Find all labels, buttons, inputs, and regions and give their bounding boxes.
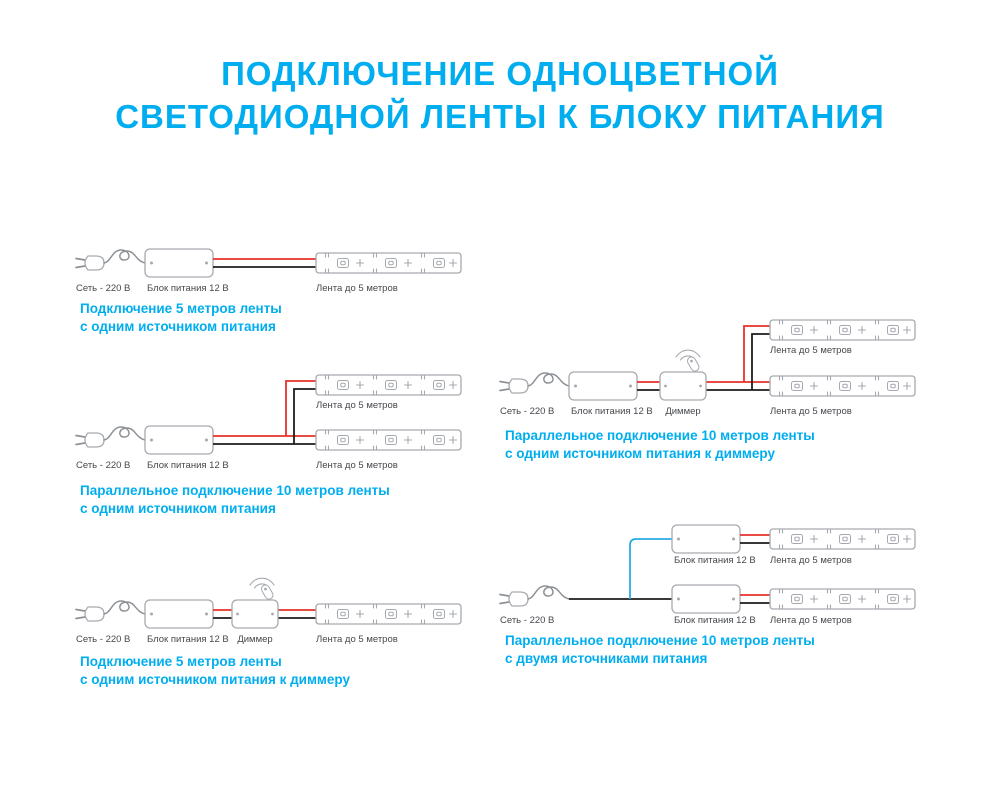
caption-line1: Параллельное подключение 10 метров ленты (80, 483, 390, 498)
label-mains: Сеть - 220 В (76, 634, 130, 645)
diagram-single-5m: Сеть - 220 В Блок питания 12 В Лента до … (75, 248, 461, 334)
caption-line2: с одним источником питания к диммеру (80, 672, 350, 687)
wire-black (213, 388, 316, 445)
wire-black (740, 542, 770, 604)
label-psu-top: Блок питания 12 В (674, 555, 756, 566)
label-strip: Лента до 5 метров (316, 634, 398, 645)
label-strip-bottom: Лента до 5 метров (770, 615, 852, 626)
caption-line1: Параллельное подключение 10 метров ленты (505, 633, 815, 648)
plug-icon (75, 249, 146, 271)
plug-icon (499, 372, 570, 394)
label-psu: Блок питания 12 В (147, 634, 229, 645)
power-supply-box (144, 425, 214, 455)
page-title-line1: ПОДКЛЮЧЕНИЕ ОДНОЦВЕТНОЙ (221, 55, 779, 92)
label-psu: Блок питания 12 В (571, 406, 653, 417)
plug-icon (499, 585, 570, 607)
label-strip-bottom: Лента до 5 метров (770, 406, 852, 417)
plug-icon (75, 426, 146, 448)
caption-line1: Параллельное подключение 10 метров ленты (505, 428, 815, 443)
label-dimmer: Диммер (237, 634, 272, 645)
label-strip-top: Лента до 5 метров (316, 400, 398, 411)
label-mains: Сеть - 220 В (500, 615, 554, 626)
led-strip-bottom (770, 376, 915, 396)
label-strip: Лента до 5 метров (316, 283, 398, 294)
wire-red (740, 534, 770, 596)
page-title: ПОДКЛЮЧЕНИЕ ОДНОЦВЕТНОЙ СВЕТОДИОДНОЙ ЛЕНТ… (0, 52, 1000, 138)
page-title-line2: СВЕТОДИОДНОЙ ЛЕНТЫ К БЛОКУ ПИТАНИЯ (115, 98, 885, 135)
caption-line2: с одним источником питания (80, 319, 276, 334)
dimmer-box (659, 371, 707, 401)
label-strip-top: Лента до 5 метров (770, 345, 852, 356)
led-strip-bottom (316, 430, 461, 450)
label-psu: Блок питания 12 В (147, 283, 229, 294)
label-dimmer: Диммер (665, 406, 700, 417)
power-supply-box (568, 371, 638, 401)
caption-line1: Подключение 5 метров ленты (80, 301, 282, 316)
diagram-parallel-10m-dimmer: Лента до 5 метров Сеть - 220 В Блок пита… (499, 320, 915, 461)
caption-line2: с одним источником питания к диммеру (505, 446, 775, 461)
led-strip (316, 604, 461, 624)
led-strip-top (770, 529, 915, 549)
wire-red (637, 325, 770, 383)
wire-black (637, 333, 770, 391)
power-supply-box (144, 599, 214, 629)
led-strip-top (770, 320, 915, 340)
caption-line2: с одним источником питания (80, 501, 276, 516)
wire-red (213, 380, 316, 437)
remote-control-icon (675, 349, 702, 374)
led-strip (316, 253, 461, 273)
dimmer-box (231, 599, 279, 629)
power-supply-box-bottom (671, 584, 741, 614)
label-psu-bottom: Блок питания 12 В (674, 615, 756, 626)
label-strip-top: Лента до 5 метров (770, 555, 852, 566)
diagram-parallel-10m-two-psu: Блок питания 12 В Лента до 5 метров Сеть… (499, 524, 915, 666)
diagram-parallel-10m-one-psu: Лента до 5 метров Сеть - 220 В Блок пита… (75, 375, 461, 516)
caption-line2: с двумя источниками питания (505, 651, 707, 666)
caption-line1: Подключение 5 метров ленты (80, 654, 282, 669)
label-mains: Сеть - 220 В (76, 460, 130, 471)
power-supply-box-top (671, 524, 741, 554)
wire-blue-feed (629, 538, 672, 599)
led-strip-bottom (770, 589, 915, 609)
label-mains: Сеть - 220 В (76, 283, 130, 294)
diagram-single-5m-dimmer: Сеть - 220 В Блок питания 12 В Диммер Ле… (75, 577, 461, 687)
led-strip-top (316, 375, 461, 395)
label-mains: Сеть - 220 В (500, 406, 554, 417)
remote-control-icon (249, 577, 276, 602)
label-psu: Блок питания 12 В (147, 460, 229, 471)
power-supply-box (144, 248, 214, 278)
label-strip-bottom: Лента до 5 метров (316, 460, 398, 471)
plug-icon (75, 600, 146, 622)
